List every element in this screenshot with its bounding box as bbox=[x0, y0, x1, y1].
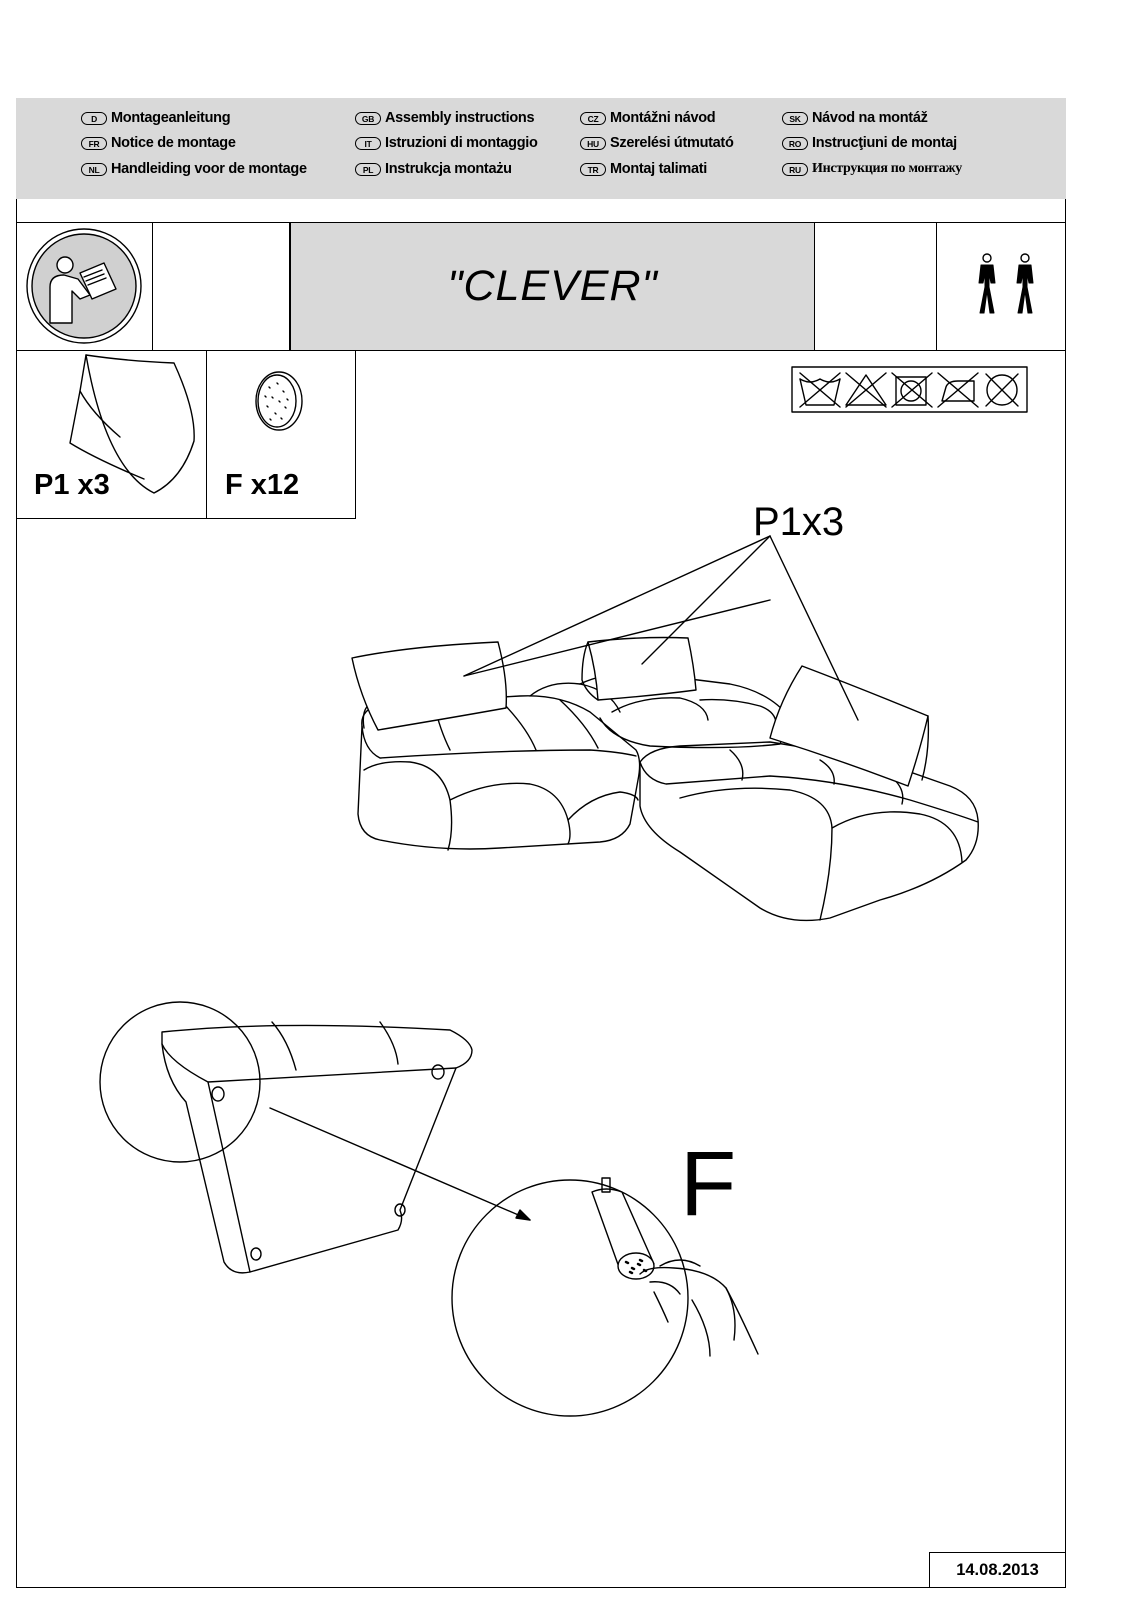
parts-list: P1 x3 F x12 bbox=[16, 351, 356, 519]
empty-cell-right bbox=[815, 223, 937, 350]
cushion-part-icon bbox=[69, 354, 195, 494]
date-box: 14.08.2013 bbox=[929, 1552, 1066, 1588]
empty-cell-left bbox=[153, 223, 290, 350]
page-frame bbox=[16, 98, 1066, 1588]
manual-cell bbox=[16, 223, 153, 350]
sofa-illustration bbox=[351, 535, 979, 922]
detail-illustration bbox=[99, 1001, 759, 1417]
care-symbols-icon bbox=[791, 366, 1028, 413]
part-felt-label: F x12 bbox=[225, 469, 300, 501]
title-row: "CLEVER" bbox=[16, 222, 1066, 351]
felt-pad-icon bbox=[255, 371, 303, 431]
felt-callout-label: F bbox=[680, 1133, 737, 1235]
title-box: "CLEVER" bbox=[290, 223, 815, 350]
persons-cell bbox=[937, 223, 1066, 350]
cushion-callout-label: P1x3 bbox=[753, 500, 845, 544]
zoom-circle-source bbox=[99, 1001, 261, 1163]
two-persons-icon bbox=[978, 253, 1034, 314]
part-felt-cell: F x12 bbox=[207, 351, 356, 518]
document-date: 14.08.2013 bbox=[956, 1560, 1039, 1579]
part-cushion-label: P1 x3 bbox=[34, 469, 110, 501]
product-title: "CLEVER" bbox=[447, 262, 658, 310]
zoom-circle-detail bbox=[451, 1179, 689, 1417]
read-manual-icon bbox=[26, 228, 142, 344]
part-cushion-cell: P1 x3 bbox=[16, 351, 207, 518]
language-header bbox=[16, 98, 1066, 199]
